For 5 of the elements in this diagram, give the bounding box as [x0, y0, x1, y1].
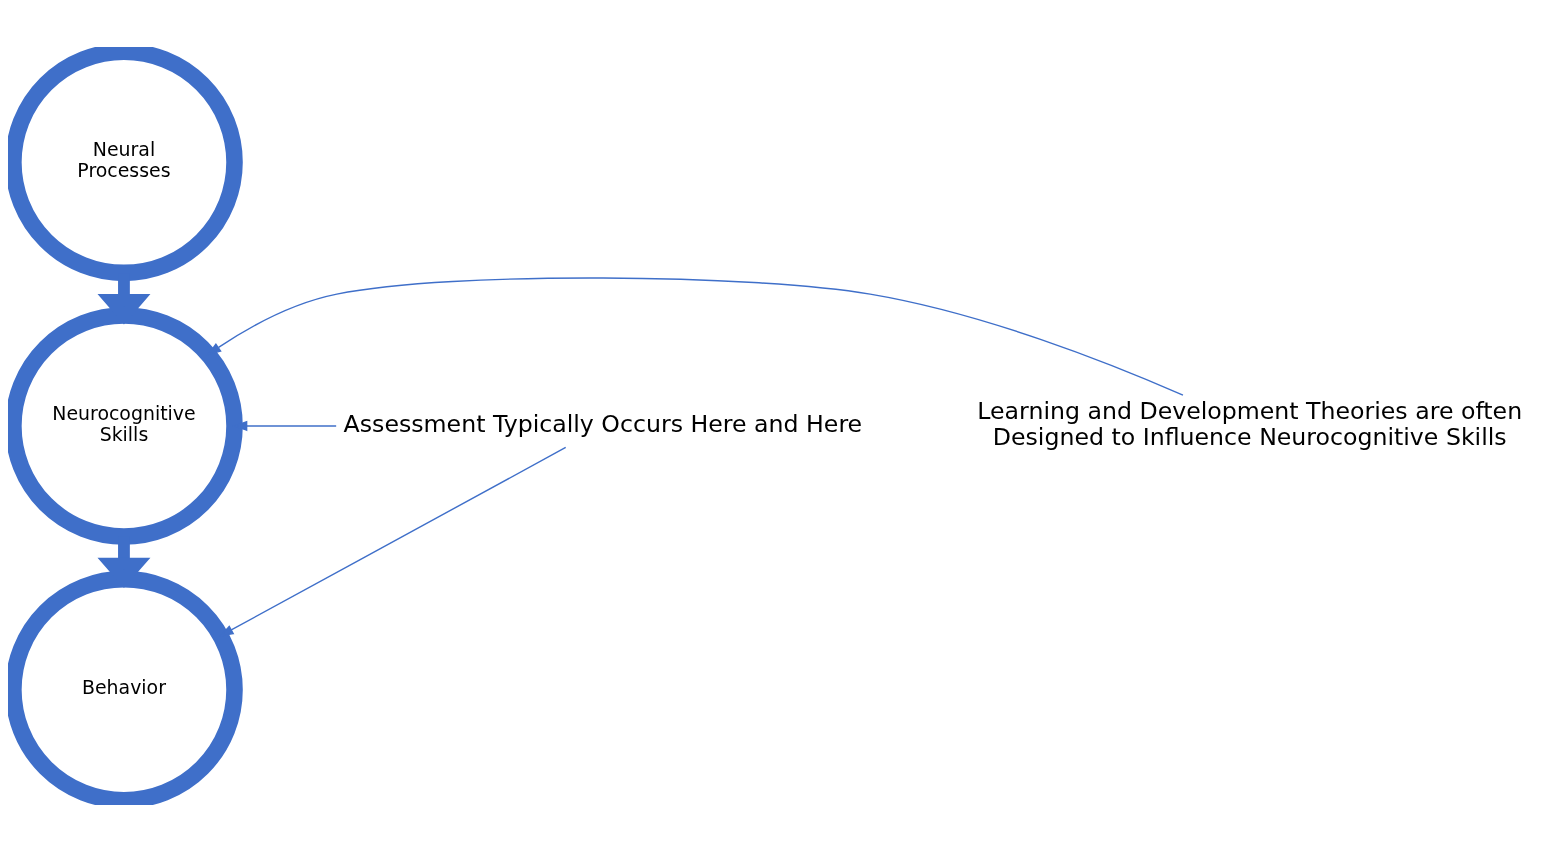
- node-text: Learning and Development Theories are often Designed to Influence Neurocognitive Skills: [977, 396, 1523, 451]
- node-circle: Behavior: [8, 570, 243, 805]
- node-circle: Neurocognitive Skills: [8, 306, 243, 545]
- node-text: Assessment Typically Occurs Here and Here: [343, 409, 863, 438]
- node-circle: Neural Processes: [8, 46, 243, 281]
